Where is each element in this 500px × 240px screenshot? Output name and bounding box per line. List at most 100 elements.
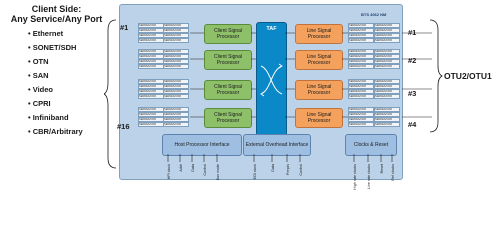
serdes-cell: SERDES/CDR <box>374 112 400 117</box>
serdes-cell: SERDES/CDR <box>138 122 164 127</box>
serdes-cell: SERDES/CDR <box>138 94 164 99</box>
serdes-cell: SERDES/CDR <box>348 89 374 94</box>
serdes-cell: SERDES/CDR <box>348 59 374 64</box>
serdes-cell: SERDES/CDR <box>348 79 374 84</box>
line-signal-processor-2: Line Signal Processor <box>295 50 343 70</box>
serdes-cell: SERDES/CDR <box>374 33 400 38</box>
line-signal-processor-4: Line Signal Processor <box>295 108 343 128</box>
serdes-cell: SERDES/CDR <box>348 23 374 28</box>
taf-label: TAF <box>266 26 277 32</box>
interface-item: SONET/SDH <box>28 41 83 55</box>
serdes-cell: SERDES/CDR <box>163 49 189 54</box>
serdes-cell: SERDES/CDR <box>348 28 374 33</box>
pin-ref-clocks: Ref clocks <box>391 164 395 181</box>
serdes-cell: SERDES/CDR <box>348 112 374 117</box>
pin-line-rate-clocks: Line rate clocks <box>367 164 371 189</box>
line-signal-processor-3: Line Signal Processor <box>295 80 343 100</box>
serdes-cell: SERDES/CDR <box>163 112 189 117</box>
serdes-cell: SERDES/CDR <box>348 107 374 112</box>
serdes-cell: SERDES/CDR <box>163 64 189 69</box>
right-port-2: #2 <box>408 56 417 65</box>
taf-crossover-icon <box>260 63 283 97</box>
left-brace <box>104 19 117 169</box>
serdes-cell: SERDES/CDR <box>348 54 374 59</box>
interface-list: Ethernet SONET/SDH OTN SAN Video CPRI In… <box>28 27 83 139</box>
client-signal-processor-3: Client Signal Processor <box>204 80 252 100</box>
right-port-4: #4 <box>408 120 417 129</box>
right-port-1: #1 <box>408 28 417 37</box>
interface-item: Infiniband <box>28 111 83 125</box>
serdes-cell: SERDES/CDR <box>348 64 374 69</box>
host-processor-interface: Host Processor Interface <box>162 134 242 156</box>
serdes-cell: SERDES/CDR <box>374 117 400 122</box>
serdes-cell: SERDES/CDR <box>348 49 374 54</box>
serdes-cell: SERDES/CDR <box>138 38 164 43</box>
client-signal-processor-1: Client Signal Processor <box>204 24 252 44</box>
clocks-reset-block: Clocks & Reset <box>345 134 397 156</box>
serdes-cell: SERDES/CDR <box>374 28 400 33</box>
serdes-cell: SERDES/CDR <box>348 84 374 89</box>
serdes-cell: SERDES/CDR <box>163 33 189 38</box>
pin-control-eoi: Control <box>299 164 303 176</box>
client-signal-processor-2: Client Signal Processor <box>204 50 252 70</box>
right-port-3: #3 <box>408 89 417 98</box>
serdes-cell: SERDES/CDR <box>374 79 400 84</box>
serdes-cell: SERDES/CDR <box>374 84 400 89</box>
serdes-cell: SERDES/CDR <box>138 64 164 69</box>
client-side-title: Client Side: Any Service/Any Port <box>4 4 109 24</box>
serdes-cell: SERDES/CDR <box>348 38 374 43</box>
external-overhead-interface: External Overhead Interface <box>243 134 311 156</box>
title-line2: Any Service/Any Port <box>10 14 103 24</box>
serdes-cell: SERDES/CDR <box>163 89 189 94</box>
serdes-cell: SERDES/CDR <box>348 122 374 127</box>
line-signal-processor-1: Line Signal Processor <box>295 24 343 44</box>
serdes-cell: SERDES/CDR <box>163 117 189 122</box>
serdes-cell: SERDES/CDR <box>374 89 400 94</box>
serdes-cell: SERDES/CDR <box>374 64 400 69</box>
serdes-cell: SERDES/CDR <box>374 94 400 99</box>
serdes-cell: SERDES/CDR <box>163 59 189 64</box>
title-line1: Client Side: <box>31 4 82 14</box>
pin-arrows <box>167 154 393 162</box>
serdes-cell: SERDES/CDR <box>348 94 374 99</box>
serdes-cell: SERDES/CDR <box>348 117 374 122</box>
pin-data: Data <box>191 164 195 172</box>
serdes-cell: SERDES/CDR <box>163 38 189 43</box>
interface-item: SAN <box>28 69 83 83</box>
serdes-cell: SERDES/CDR <box>374 107 400 112</box>
signal-connectors <box>190 32 432 118</box>
pin-high-rate-clocks: High rate clocks <box>353 164 357 190</box>
serdes-cell: SERDES/CDR <box>163 28 189 33</box>
interface-item: Video <box>28 83 83 97</box>
serdes-cell: SERDES/CDR <box>348 33 374 38</box>
pin-hpi-clock: HPI clock <box>167 164 171 180</box>
otu-label: OTU2/OTU1 <box>444 71 492 81</box>
interface-item: CPRI <box>28 97 83 111</box>
serdes-cell: SERDES/CDR <box>374 38 400 43</box>
serdes-cell: SERDES/CDR <box>163 79 189 84</box>
serdes-cell: SERDES/CDR <box>163 23 189 28</box>
client-signal-processor-4: Client Signal Processor <box>204 108 252 128</box>
serdes-cell: SERDES/CDR <box>163 107 189 112</box>
pin-addr: Addr <box>179 164 183 172</box>
chip-id: BTS 4062 NM <box>361 12 387 17</box>
serdes-cell: SERDES/CDR <box>374 122 400 127</box>
serdes-cell: SERDES/CDR <box>163 54 189 59</box>
serdes-cell: SERDES/CDR <box>374 59 400 64</box>
pin-frmpls: Frmpls <box>286 164 290 175</box>
pin-data-eoi: Data <box>271 164 275 172</box>
serdes-cell: SERDES/CDR <box>163 84 189 89</box>
pin-control: Control <box>203 164 207 176</box>
serdes-cell: SERDES/CDR <box>163 94 189 99</box>
serdes-cell: SERDES/CDR <box>163 122 189 127</box>
interface-item: Ethernet <box>28 27 83 41</box>
right-brace <box>429 19 443 133</box>
pin-eoi-clock: EOI clock <box>253 164 257 180</box>
pin-bus-mode: Bus mode <box>216 164 220 181</box>
interface-item: CBR/Arbitrary <box>28 125 83 139</box>
serdes-cell: SERDES/CDR <box>374 23 400 28</box>
interface-item: OTN <box>28 55 83 69</box>
serdes-cell: SERDES/CDR <box>374 54 400 59</box>
port-label-last: #16 <box>117 122 130 131</box>
serdes-cell: SERDES/CDR <box>374 49 400 54</box>
